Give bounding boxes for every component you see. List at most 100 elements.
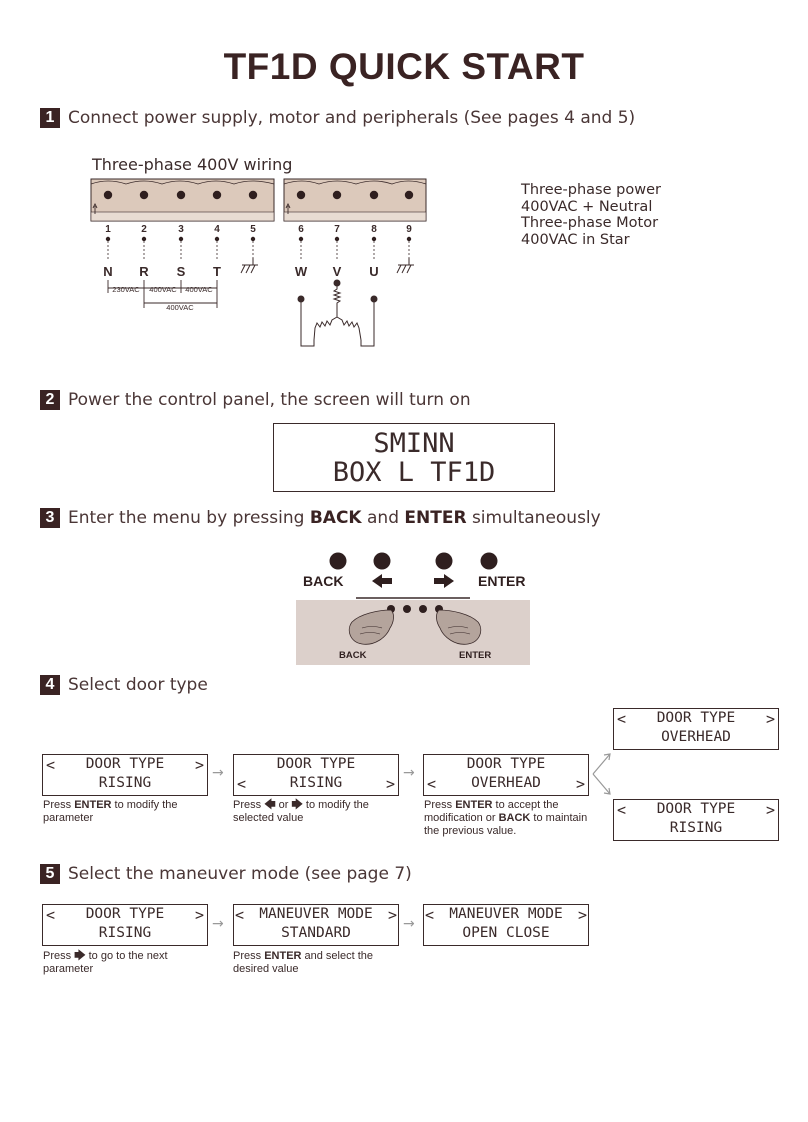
- terminal-screw: [139, 190, 149, 200]
- terminal-number: 9: [406, 224, 412, 235]
- arrow-right-icon: [434, 574, 454, 588]
- lcd-door-type-overhead: < > DOOR TYPE OVERHEAD: [613, 708, 779, 750]
- arrow-right-icon: →: [403, 916, 415, 932]
- arrow-right-icon: →: [212, 765, 224, 781]
- chevron-right-icon: >: [765, 801, 775, 819]
- lead-dot: [141, 236, 147, 242]
- step-number: 4: [40, 675, 60, 695]
- keypad-illustration: BACK ENTER BACK ENTER: [296, 540, 530, 665]
- terminal-screw: [404, 190, 414, 200]
- chevron-right-icon: >: [577, 906, 587, 924]
- step-text: Select door type: [68, 675, 208, 695]
- right-key[interactable]: [435, 552, 453, 570]
- enter-key[interactable]: [480, 552, 498, 570]
- lcd-maneuver-2: < > MANEUVER MODE STANDARD: [233, 904, 399, 946]
- left-key[interactable]: [373, 552, 391, 570]
- arrow-right-icon: →: [212, 916, 224, 932]
- chevron-left-icon: <: [617, 801, 627, 819]
- chevron-left-icon: <: [427, 775, 437, 793]
- chevron-left-icon: <: [237, 775, 247, 793]
- chevron-right-icon: >: [387, 906, 397, 924]
- terminal-screw: [296, 190, 306, 200]
- arrow-right-icon: 🡆: [291, 799, 303, 811]
- lcd-maneuver-1: < > DOOR TYPE RISING: [42, 904, 208, 946]
- lead-dot: [334, 236, 340, 242]
- terminal-number: 4: [214, 224, 220, 235]
- lead-dot: [178, 236, 184, 242]
- lead-dot: [250, 236, 256, 242]
- lcd-door-type-rising: < > DOOR TYPE RISING: [613, 799, 779, 841]
- back-small-label: BACK: [339, 650, 367, 661]
- ground-icon: [396, 258, 414, 274]
- step-text: Power the control panel, the screen will…: [68, 390, 471, 410]
- terminal-screw: [332, 190, 342, 200]
- volt-400-b: 400VAC: [185, 285, 213, 294]
- label-r: R: [139, 264, 149, 279]
- chevron-right-icon: >: [385, 775, 395, 793]
- step-number: 2: [40, 390, 60, 410]
- caption-door-1: Press ENTER to modify the parameter: [43, 799, 178, 824]
- lcd-door-type-1: < > DOOR TYPE RISING: [42, 754, 208, 796]
- chevron-left-icon: <: [46, 906, 56, 924]
- terminal-screw: [248, 190, 258, 200]
- step-5: 5 Select the maneuver mode (see page 7): [40, 864, 412, 884]
- back-key[interactable]: [329, 552, 347, 570]
- chevron-right-icon: >: [194, 906, 204, 924]
- terminal-screw: [176, 190, 186, 200]
- step-1: 1 Connect power supply, motor and periph…: [40, 108, 635, 128]
- arrow-right-icon: 🡆: [74, 950, 86, 962]
- terminal-block-right: [283, 178, 427, 222]
- lcd-door-type-3: < > DOOR TYPE OVERHEAD: [423, 754, 589, 796]
- step-text: Select the maneuver mode (see page 7): [68, 864, 412, 884]
- lead-dot: [214, 236, 220, 242]
- ground-icon: [240, 258, 258, 274]
- terminal-screw: [369, 190, 379, 200]
- chevron-left-icon: <: [425, 906, 435, 924]
- label-t: T: [213, 264, 221, 279]
- lcd-door-type-2: < > DOOR TYPE RISING: [233, 754, 399, 796]
- step-4: 4 Select door type: [40, 675, 208, 695]
- lead-dot: [105, 236, 111, 242]
- terminal-number: 1: [105, 224, 111, 235]
- terminal-number: 2: [141, 224, 147, 235]
- terminal-number: 8: [371, 224, 377, 235]
- terminal-number: 6: [298, 224, 304, 235]
- step-text: Connect power supply, motor and peripher…: [68, 108, 636, 128]
- chevron-left-icon: <: [46, 756, 56, 774]
- step-number: 5: [40, 864, 60, 884]
- terminal-number: 3: [178, 224, 184, 235]
- lead-dot: [298, 236, 304, 242]
- volt-400-a: 400VAC: [149, 285, 177, 294]
- chevron-left-icon: <: [617, 710, 627, 728]
- label-w: W: [295, 264, 308, 279]
- label-n: N: [103, 264, 112, 279]
- back-label: BACK: [303, 573, 344, 589]
- terminal-screw: [212, 190, 222, 200]
- step-number: 1: [40, 108, 60, 128]
- lcd-startup-screen: SMINN BOX L TF1D: [273, 423, 555, 492]
- caption-maneuver-2: Press ENTER and select the desired value: [233, 950, 374, 975]
- terminal-number: 7: [334, 224, 340, 235]
- terminal-block-left: [90, 178, 275, 222]
- volt-230: 230VAC: [112, 285, 140, 294]
- step-2: 2 Power the control panel, the screen wi…: [40, 390, 471, 410]
- chevron-right-icon: >: [575, 775, 585, 793]
- caption-maneuver-1: Press 🡆 to go to the next parameter: [43, 950, 168, 975]
- step-3: 3 Enter the menu by pressing BACK and EN…: [40, 508, 601, 528]
- left-hand-icon: [348, 609, 394, 645]
- arrow-left-icon: 🡄: [264, 799, 276, 811]
- motor-star-diagram: [297, 279, 378, 347]
- label-s: S: [177, 264, 186, 279]
- enter-small-label: ENTER: [459, 650, 492, 661]
- wiring-title: Three-phase 400V wiring: [92, 155, 293, 174]
- label-u: U: [369, 264, 378, 279]
- arrow-left-icon: [372, 574, 392, 588]
- page-title: TF1D QUICK START: [223, 46, 585, 87]
- arrow-right-icon: →: [403, 765, 415, 781]
- terminal-number: 5: [250, 224, 256, 235]
- step-number: 3: [40, 508, 60, 528]
- lead-dot: [371, 236, 377, 242]
- chevron-left-icon: <: [235, 906, 245, 924]
- branch-arrows: [592, 753, 611, 795]
